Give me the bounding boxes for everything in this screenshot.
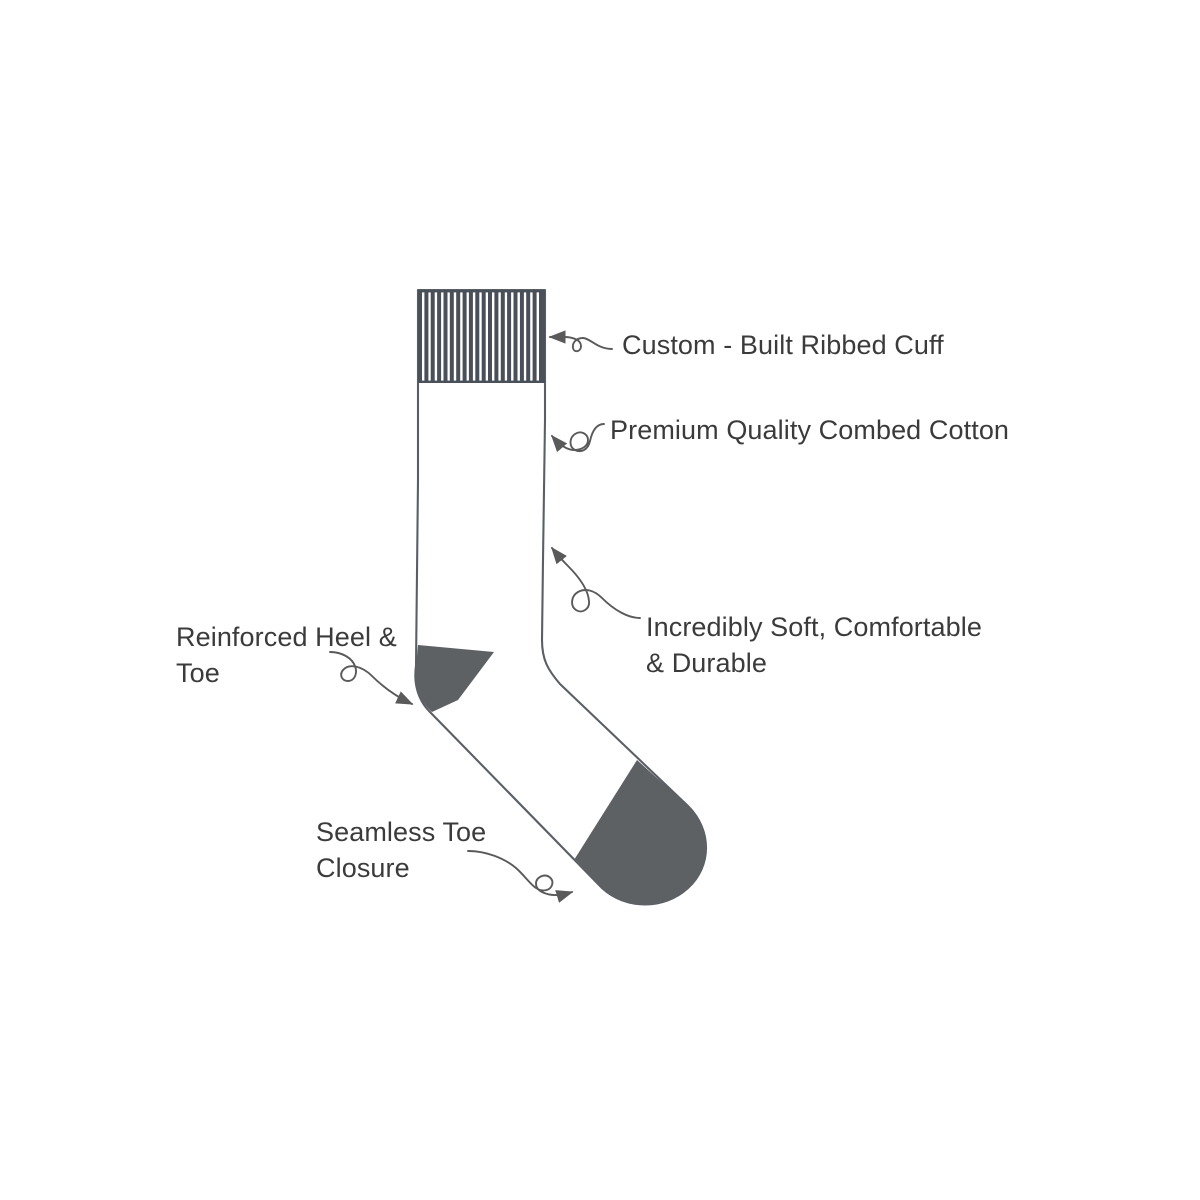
- callout-leader-combed-cotton: [551, 423, 605, 453]
- toe-shape: [574, 760, 706, 905]
- toe-region: [574, 760, 706, 905]
- callout-label-seamless-toe: Seamless Toe Closure: [316, 817, 487, 883]
- heel-shape: [415, 645, 494, 712]
- callout-leader-reinforced-heel: [329, 651, 414, 705]
- callout-label-combed-cotton: Premium Quality Combed Cotton: [610, 415, 1010, 445]
- callout-leader-seamless-toe: [467, 850, 574, 903]
- callout-label-soft-durable: Incredibly Soft, Comfortable & Durable: [646, 612, 982, 678]
- callout-label-reinforced-heel: Reinforced Heel & Toe: [176, 622, 397, 688]
- callout-leader-ribbed-cuff: [548, 330, 613, 353]
- callout-leader-soft-durable: [551, 546, 641, 619]
- cuff-stripes: [418, 290, 545, 383]
- ribbed-cuff-region: [418, 290, 545, 383]
- heel-region: [415, 645, 494, 712]
- callout-label-ribbed-cuff: Custom - Built Ribbed Cuff: [622, 330, 944, 360]
